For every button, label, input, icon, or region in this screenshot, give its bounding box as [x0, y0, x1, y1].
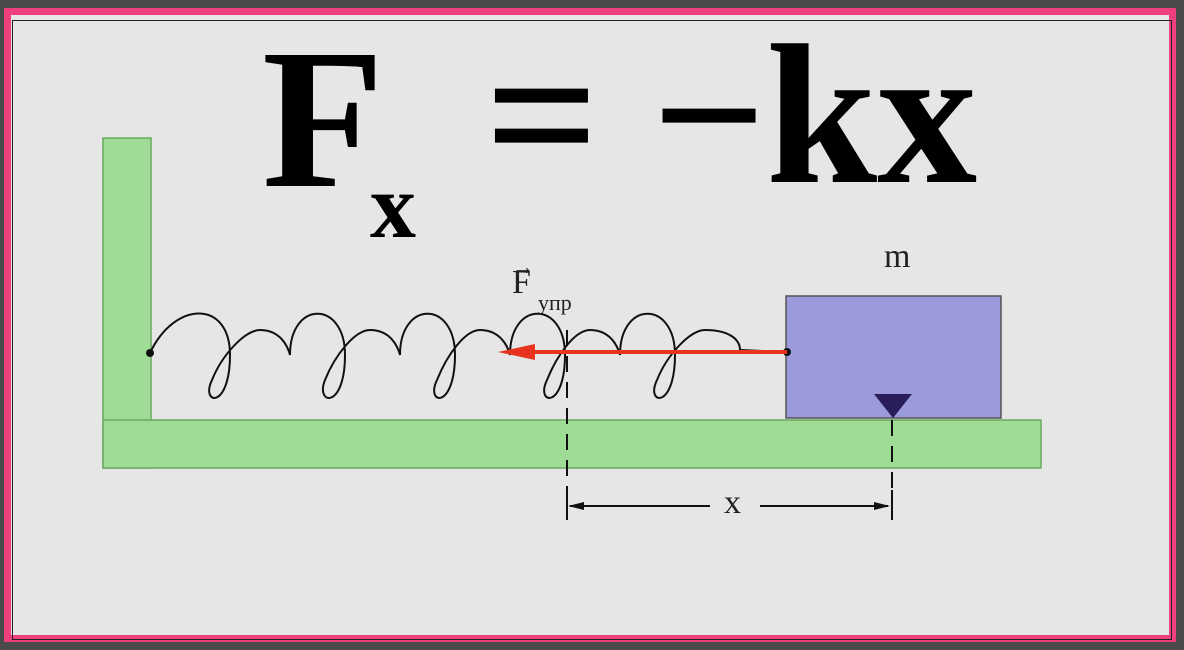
- displacement-label: x: [724, 484, 741, 521]
- spring-coil: [149, 312, 787, 399]
- formula: F x = −kx: [0, 0, 1184, 260]
- formula-equals: =: [485, 5, 599, 226]
- dim-arrow-right: [874, 502, 890, 510]
- force-vector-mark: →: [512, 254, 534, 279]
- dim-arrow-left: [568, 502, 584, 510]
- formula-rhs: −kx: [652, 5, 978, 226]
- floor: [102, 419, 1042, 469]
- force-label: F: [512, 264, 531, 301]
- formula-lhs-subscript: x: [370, 155, 416, 257]
- formula-lhs-symbol: F: [262, 9, 385, 230]
- force-arrow-head: [498, 344, 535, 360]
- wall: [102, 137, 152, 469]
- force-label-subscript: упр: [538, 290, 572, 315]
- position-marker-triangle: [874, 394, 912, 418]
- spring-anchor-dot: [146, 349, 154, 357]
- mass-label: m: [884, 238, 911, 275]
- wall-floor-joint: [104, 421, 150, 467]
